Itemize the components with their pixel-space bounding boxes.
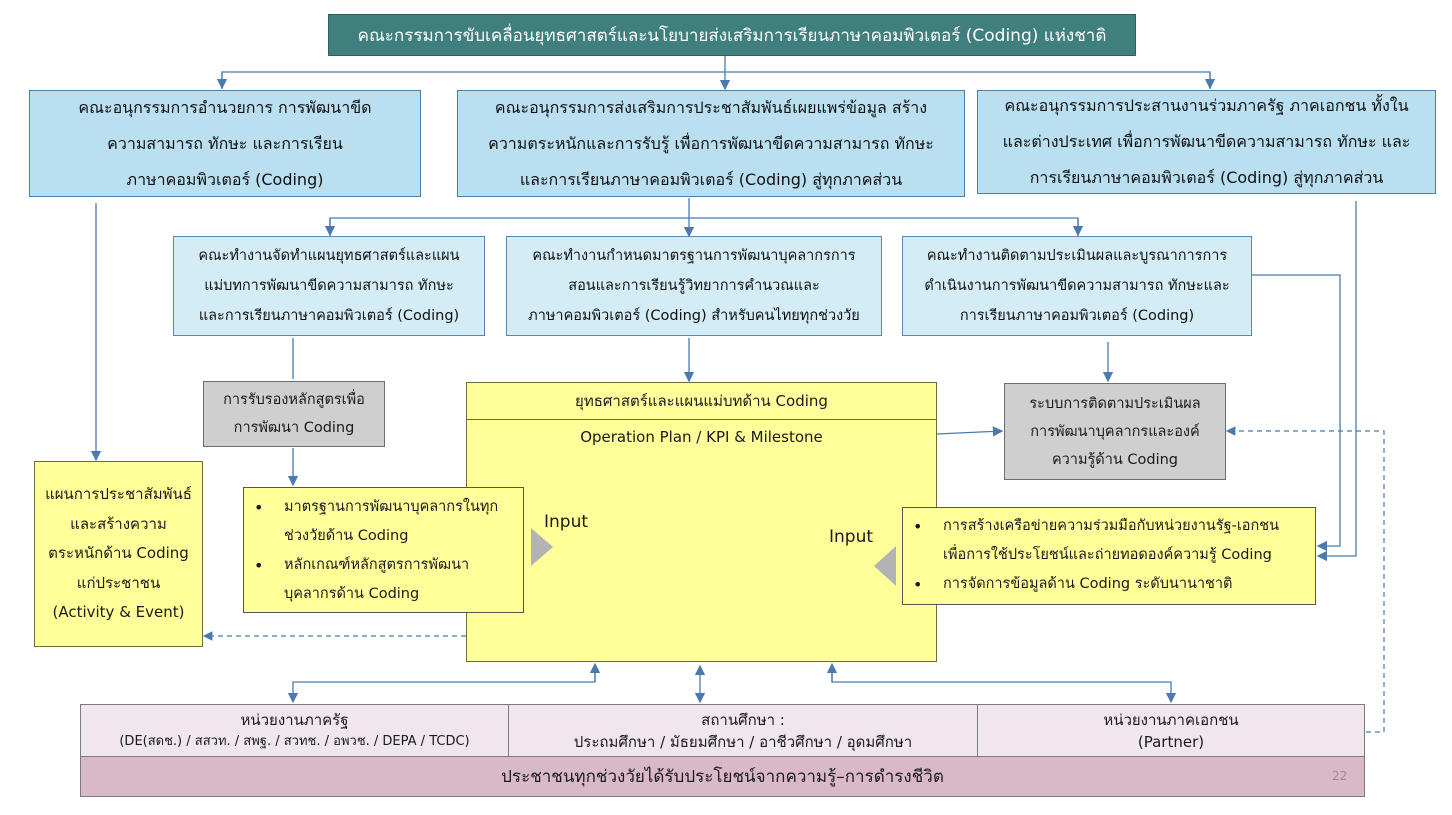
left-input-arrow-icon <box>531 528 553 566</box>
certification-line: การรับรองหลักสูตรเพื่อ <box>223 392 365 408</box>
working-group-line: การเรียนภาษาคอมพิวเตอร์ (Coding) <box>959 308 1195 324</box>
subcommittee-line: การเรียนภาษาคอมพิวเตอร์ (Coding) สู่ทุกภ… <box>1029 168 1384 187</box>
subcommittee-steering: คณะอนุกรรมการอำนวยการ การพัฒนาขีด ความสา… <box>29 90 421 197</box>
stakeholder-education: สถานศึกษา : ประถมศึกษา / มัธยมศึกษา / อา… <box>508 704 978 757</box>
national-committee-title: คณะกรรมการขับเคลื่อนยุทธศาสตร์และนโยบายส… <box>357 25 1107 46</box>
right-input-line: การสร้างเครือข่ายความร่วมมือกับหน่วยงานร… <box>943 518 1280 534</box>
subcommittee-line: ความตระหนักและการรับรู้ เพื่อการพัฒนาขีด… <box>488 133 934 153</box>
working-group-line: ดำเนินงานการพัฒนาขีดความสามารถ ทักษะและ <box>924 278 1230 294</box>
right-input-line: การจัดการข้อมูลด้าน Coding ระดับนานาชาติ <box>943 576 1233 592</box>
curriculum-certification-box: การรับรองหลักสูตรเพื่อ การพัฒนา Coding <box>203 381 385 447</box>
working-group-standards: คณะทำงานกำหนดมาตรฐานการพัฒนาบุคลากรการ ส… <box>506 236 882 336</box>
right-input-item: การจัดการข้อมูลด้าน Coding ระดับนานาชาติ <box>913 570 1315 599</box>
subcommittee-line: และการเรียนภาษาคอมพิวเตอร์ (Coding) สู่ท… <box>519 169 903 189</box>
subcommittee-line: คณะอนุกรรมการประสานงานร่วมภาครัฐ ภาคเอกช… <box>1004 96 1409 115</box>
subcommittee-line: ภาษาคอมพิวเตอร์ (Coding) <box>126 169 324 189</box>
working-group-line: คณะทำงานกำหนดมาตรฐานการพัฒนาบุคลากรการ <box>532 248 856 264</box>
subcommittee-line: คณะอนุกรรมการส่งเสริมการประชาสัมพันธ์เผย… <box>494 97 928 117</box>
subcommittee-line: และต่างประเทศ เพื่อการพัฒนาขีดความสามารถ… <box>1002 132 1411 151</box>
left-input-line: หลักเกณฑ์หลักสูตรการพัฒนา <box>284 557 470 573</box>
stakeholder-detail: (Partner) <box>1137 732 1205 751</box>
right-input-box: การสร้างเครือข่ายความร่วมมือกับหน่วยงานร… <box>902 507 1316 605</box>
working-group-line: คณะทำงานติดตามประเมินผลและบูรณาการการ <box>926 248 1228 264</box>
stakeholder-title: หน่วยงานภาครัฐ <box>240 710 349 729</box>
working-group-line: ภาษาคอมพิวเตอร์ (Coding) สำหรับคนไทยทุกช… <box>528 308 860 324</box>
pr-plan-box: แผนการประชาสัมพันธ์ และสร้างความ ตระหนัก… <box>34 461 203 647</box>
stakeholder-private: หน่วยงานภาคเอกชน (Partner) <box>977 704 1365 757</box>
working-group-strategy-plan: คณะทำงานจัดทำแผนยุทธศาสตร์และแผน แม่บทกา… <box>173 236 485 336</box>
outcome-bar: ประชาชนทุกช่วงวัยได้รับประโยชน์จากความรู… <box>80 756 1365 797</box>
stakeholder-government: หน่วยงานภาครัฐ (DE(สดช.) / สสวท. / สพฐ. … <box>80 704 509 757</box>
monitoring-line: การพัฒนาบุคลากรและองค์ <box>1030 423 1200 440</box>
subcommittee-public-relations: คณะอนุกรรมการส่งเสริมการประชาสัมพันธ์เผย… <box>457 90 965 197</box>
national-committee-box: คณะกรรมการขับเคลื่อนยุทธศาสตร์และนโยบายส… <box>328 14 1136 56</box>
monitoring-line: ความรู้ด้าน Coding <box>1051 451 1179 468</box>
stakeholder-title: หน่วยงานภาคเอกชน <box>1103 710 1239 729</box>
left-input-label: Input <box>544 512 589 532</box>
page-number: 22 <box>1332 769 1348 783</box>
working-group-line: แม่บทการพัฒนาขีดความสามารถ ทักษะ <box>204 278 454 294</box>
left-input-item: มาตรฐานการพัฒนาบุคลากรในทุก ช่วงวัยด้าน … <box>254 493 523 551</box>
working-group-monitoring: คณะทำงานติดตามประเมินผลและบูรณาการการ ดำ… <box>902 236 1252 336</box>
left-input-line: มาตรฐานการพัฒนาบุคลากรในทุก <box>284 499 499 515</box>
pr-plan-line: และสร้างความ <box>70 514 167 533</box>
right-input-line: เพื่อการใช้ประโยชน์และถ่ายทอดองค์ความรู้… <box>943 547 1272 563</box>
subcommittee-line: ความสามารถ ทักษะ และการเรียน <box>107 133 343 153</box>
pr-plan-line: แผนการประชาสัมพันธ์ <box>45 485 192 504</box>
subcommittee-line: คณะอนุกรรมการอำนวยการ การพัฒนาขีด <box>78 97 372 117</box>
strategy-box: ยุทธศาสตร์และแผนแม่บทด้าน Coding Operati… <box>466 382 937 662</box>
monitoring-line: ระบบการติดตามประเมินผล <box>1029 395 1201 412</box>
left-input-box: มาตรฐานการพัฒนาบุคลากรในทุก ช่วงวัยด้าน … <box>243 487 524 613</box>
left-input-line: ช่วงวัยด้าน Coding <box>284 528 409 544</box>
subcommittee-coordination: คณะอนุกรรมการประสานงานร่วมภาครัฐ ภาคเอกช… <box>977 90 1436 194</box>
pr-plan-line: แก่ประชาชน <box>76 573 161 592</box>
strategy-title: ยุทธศาสตร์และแผนแม่บทด้าน Coding <box>467 383 936 420</box>
left-input-item: หลักเกณฑ์หลักสูตรการพัฒนา บุคลากรด้าน Co… <box>254 551 523 609</box>
right-input-item: การสร้างเครือข่ายความร่วมมือกับหน่วยงานร… <box>913 512 1315 570</box>
strategy-subtitle: Operation Plan / KPI & Milestone <box>580 428 823 446</box>
pr-plan-line: ตระหนักด้าน Coding <box>48 544 189 563</box>
stakeholder-detail: (DE(สดช.) / สสวท. / สพฐ. / สวทช. / อพวช.… <box>119 733 470 749</box>
right-input-arrow-icon <box>874 546 896 586</box>
working-group-line: และการเรียนภาษาคอมพิวเตอร์ (Coding) <box>198 308 460 324</box>
left-input-line: บุคลากรด้าน Coding <box>284 586 420 602</box>
working-group-line: สอนและการเรียนรู้วิทยาการคำนวณและ <box>568 278 820 294</box>
stakeholder-detail: ประถมศึกษา / มัธยมศึกษา / อาชีวศึกษา / อ… <box>573 732 913 751</box>
right-input-label: Input <box>829 527 874 547</box>
outcome-text: ประชาชนทุกช่วงวัยได้รับประโยชน์จากความรู… <box>501 767 944 787</box>
certification-line: การพัฒนา Coding <box>233 420 355 436</box>
pr-plan-line: (Activity & Event) <box>52 603 185 622</box>
working-group-line: คณะทำงานจัดทำแผนยุทธศาสตร์และแผน <box>198 248 460 264</box>
monitoring-system-box: ระบบการติดตามประเมินผล การพัฒนาบุคลากรแล… <box>1004 383 1226 480</box>
stakeholder-title: สถานศึกษา : <box>701 710 785 729</box>
